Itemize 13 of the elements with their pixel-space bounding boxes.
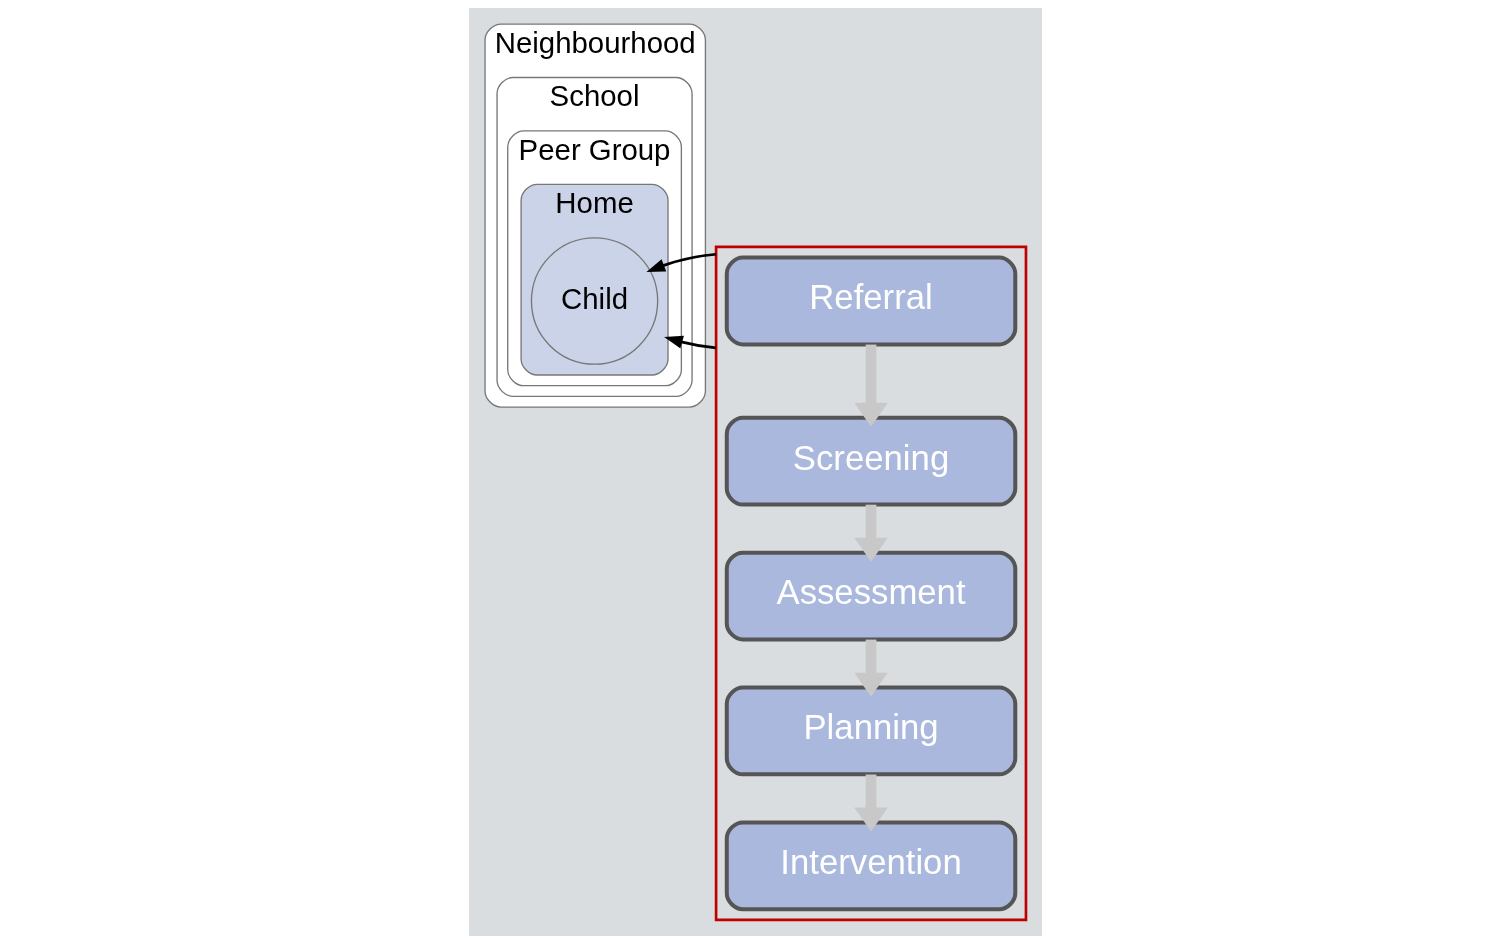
node-box: Intervention (724, 820, 1018, 912)
arrow (664, 335, 717, 350)
node-box: Referral (724, 255, 1018, 347)
arrow (854, 639, 888, 697)
arrow (854, 344, 888, 427)
arrow (854, 504, 888, 562)
arrow (854, 774, 888, 832)
node-box: Screening (724, 415, 1018, 507)
node-box: Planning (724, 685, 1018, 777)
cluster (714, 245, 1028, 922)
node-circle: Child (530, 237, 659, 365)
arrow (646, 252, 717, 272)
node-box: Assessment (724, 550, 1018, 642)
